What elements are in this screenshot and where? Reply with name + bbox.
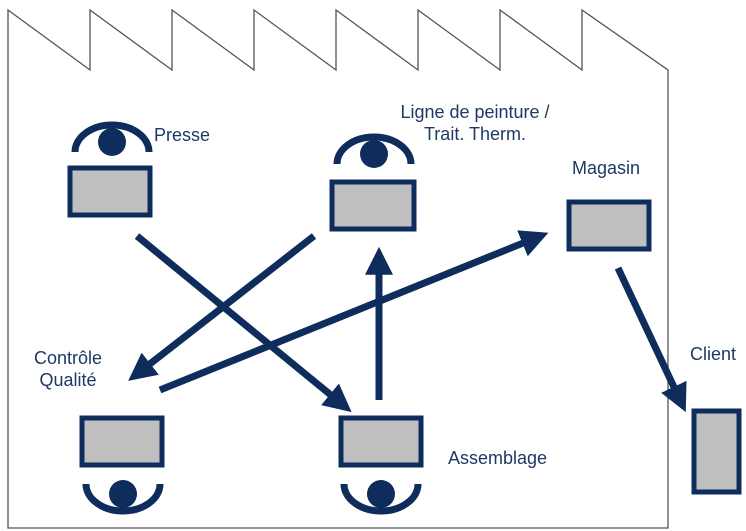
controle-label: Contrôle Qualité <box>20 347 116 391</box>
magasin-box <box>566 199 652 252</box>
factory-outline <box>7 8 669 529</box>
controle-label-line1: Contrôle <box>33 348 103 368</box>
assemblage-label: Assemblage <box>448 448 548 468</box>
client-label: Client <box>690 344 737 364</box>
magasin-label: Magasin <box>572 158 641 178</box>
peinture-label-line2: Trait. Therm. <box>423 124 526 144</box>
controle-operator-icon <box>82 480 164 515</box>
presse-workstation-box <box>67 165 153 218</box>
arrow-controle-to-magasin <box>158 230 549 394</box>
arrow-magasin-to-client <box>614 266 687 413</box>
arrow-presse-to-assemblage <box>134 233 352 413</box>
peinture-workstation-box <box>329 179 417 232</box>
assemblage-workstation-box <box>338 415 424 468</box>
peinture-operator-icon <box>333 133 415 168</box>
presse-label: Presse <box>154 125 211 145</box>
presse-operator-icon <box>71 121 153 156</box>
assemblage-operator-icon <box>340 480 422 515</box>
peinture-label: Ligne de peinture / Trait. Therm. <box>376 101 574 145</box>
controle-workstation-box <box>79 415 165 468</box>
peinture-label-line1: Ligne de peinture / <box>400 102 550 122</box>
client-box <box>691 408 742 495</box>
arrow-peinture-to-controle <box>128 233 317 381</box>
controle-label-line2: Qualité <box>39 370 97 390</box>
